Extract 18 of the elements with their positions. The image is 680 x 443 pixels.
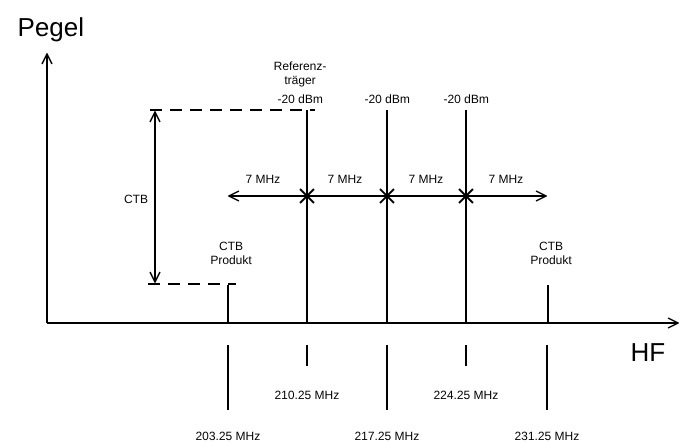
level-label: -20 dBm	[444, 92, 489, 106]
level-label: -20 dBm	[364, 92, 410, 106]
dimension-label: CTB	[124, 192, 148, 206]
frequency-label: 217.25 MHz	[354, 429, 420, 443]
frequency-label: 231.25 MHz	[514, 429, 580, 443]
carrier-label: Referenz- träger	[272, 59, 328, 88]
frequency-label: 210.25 MHz	[274, 388, 340, 402]
spacing-label: 7 MHz	[328, 172, 362, 186]
axis-label: HF	[630, 337, 666, 368]
frequency-label: 203.25 MHz	[196, 429, 260, 443]
spacing-label: 7 MHz	[408, 172, 444, 186]
axis-label: Pegel	[18, 12, 84, 44]
product-label: CTB Produkt	[529, 239, 573, 268]
spacing-label: 7 MHz	[246, 172, 280, 186]
spacing-label: 7 MHz	[488, 172, 524, 186]
product-label: CTB Produkt	[209, 239, 253, 268]
level-label: -20 dBm	[278, 92, 323, 106]
frequency-label: 224.25 MHz	[434, 388, 498, 402]
